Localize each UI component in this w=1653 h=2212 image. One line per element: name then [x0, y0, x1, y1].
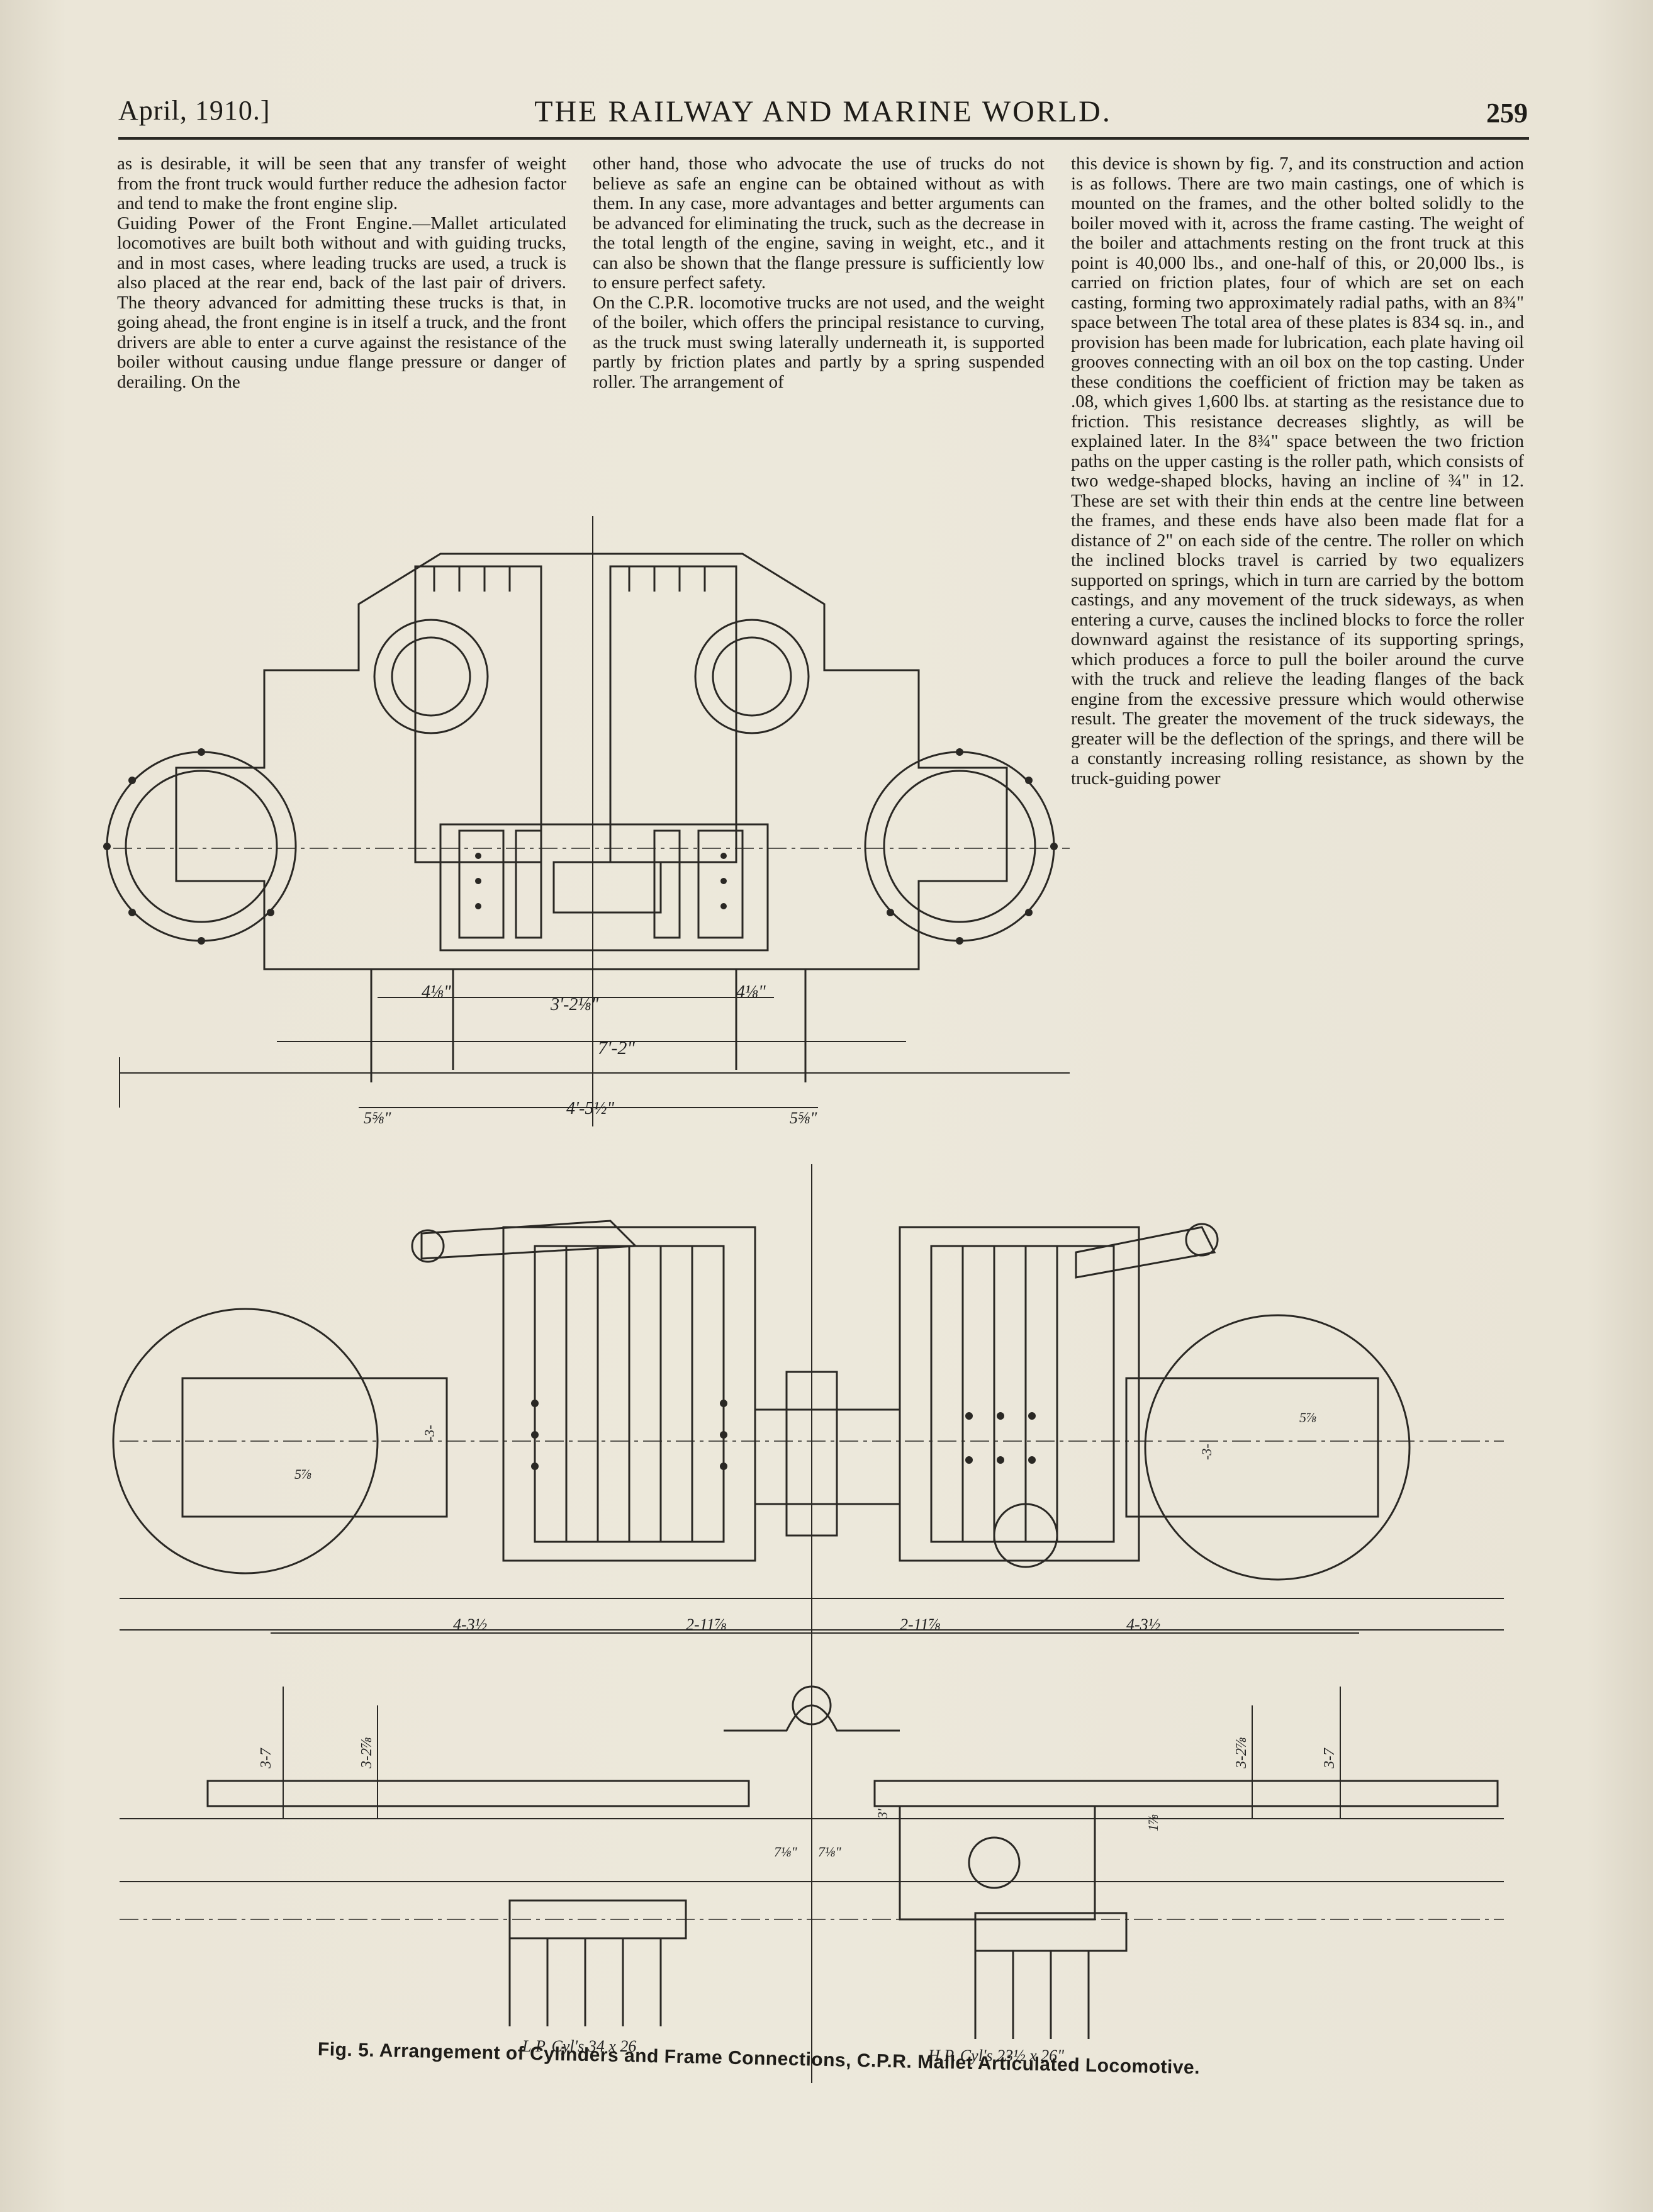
text-column-1: as is desirable, it will be seen that an… [117, 154, 566, 392]
dim-bottom-8: 3-7 [1321, 1748, 1338, 1769]
page-number: 259 [1486, 98, 1528, 128]
page-header: April, 1910.] THE RAILWAY AND MARINE WOR… [118, 94, 1528, 138]
header-date: April, 1910.] [118, 95, 271, 126]
dim-bottom-10: 7⅛" [774, 1844, 798, 1860]
wheel-mark-right: -3- [1199, 1444, 1214, 1460]
dim-top-1: 4⅛" [422, 982, 451, 1002]
dim-top-7: 5⅝" [790, 1109, 817, 1127]
text-column-3: this device is shown by fig. 7, and its … [1071, 154, 1524, 789]
text-column-2: other hand, those who advocate the use o… [593, 154, 1045, 392]
header-rule [118, 137, 1529, 140]
wheel-mark-left-2: 5⅞ [294, 1466, 312, 1482]
dim-bottom-7: 3-2⅞ [1233, 1737, 1250, 1769]
dim-bottom-2: 2-11⅞ [686, 1615, 727, 1634]
dim-top-2: 3'-2⅛" [550, 995, 598, 1014]
frame-connection-plan-drawing: 4-3½ 2-11⅞ 2-11⅞ 4-3½ 3-7 3-2⅞ 3-2⅞ 3-7 … [112, 1164, 1504, 2083]
dim-bottom-11: 7⅛" [818, 1844, 842, 1860]
wheel-mark-right-2: 5⅞ [1299, 1410, 1317, 1425]
dim-bottom-3: 2-11⅞ [900, 1615, 941, 1634]
header-title: THE RAILWAY AND MARINE WORLD. [534, 95, 1112, 128]
dim-bottom-5: 3-7 [258, 1748, 274, 1769]
dim-bottom-12: 3' [875, 1809, 890, 1819]
lp-cylinder-label: L.P. Cyl's 34 x 26 [522, 2037, 636, 2055]
hp-cylinder-label: H.P. Cyl's 23½ x 26" [927, 2046, 1064, 2065]
dim-top-6: 4'-5½" [566, 1099, 614, 1118]
dim-bottom-6: 3-2⅞ [359, 1737, 375, 1769]
wheel-mark-left: -3- [422, 1425, 437, 1441]
dim-top-5: 5⅝" [364, 1109, 391, 1127]
dim-bottom-4: 4-3½ [1126, 1615, 1160, 1634]
cylinder-front-view-drawing: 4⅛" 3'-2⅛" 4⅛" 7'-2" 5⅝" 4'-5½" 5⅝" [103, 516, 1070, 1127]
dim-bottom-9: 1⅞ [1145, 1814, 1161, 1832]
dim-bottom-1: 4-3½ [453, 1615, 487, 1634]
dim-top-4: 7'-2" [598, 1038, 635, 1058]
dim-top-3: 4⅛" [736, 982, 766, 1002]
